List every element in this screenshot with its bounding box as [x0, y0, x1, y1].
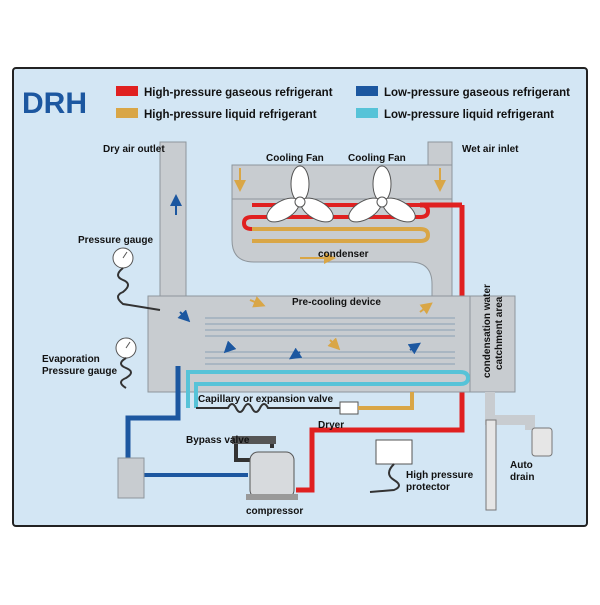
- evaporation-label-2: Pressure gauge: [42, 366, 117, 377]
- catchment-area: [469, 295, 516, 393]
- capillary-valve: [196, 403, 340, 413]
- evaporation-label-1: Evaporation: [42, 354, 100, 365]
- cooling-fan-1-label: Cooling Fan: [266, 153, 324, 164]
- pre-cooling-grid: [205, 317, 455, 365]
- auto-drain-label-2: drain: [510, 472, 534, 483]
- legend-label-high-liquid: High-pressure liquid refrigerant: [144, 109, 317, 121]
- legend-swatch-high-gas: [116, 86, 138, 96]
- dry-air-outlet-label: Dry air outlet: [103, 144, 165, 155]
- legend-label-low-liquid: Low-pressure liquid refrigerant: [384, 109, 554, 121]
- legend-swatch-high-liquid: [116, 108, 138, 118]
- hp-protector-label-1: High pressure: [406, 470, 474, 481]
- pre-cooling-label: Pre-cooling device: [292, 297, 381, 308]
- auto-drain-label-1: Auto: [510, 460, 533, 471]
- legend: High-pressure gaseous refrigerant Low-pr…: [116, 86, 570, 121]
- compressor: [246, 451, 298, 500]
- legend-label-high-gas: High-pressure gaseous refrigerant: [144, 87, 333, 99]
- flow-arrows: [177, 296, 433, 360]
- condenser-coil: [241, 202, 462, 243]
- evaporator-coil: [186, 370, 471, 408]
- bypass-valve: [232, 436, 276, 444]
- dry-air-outlet-duct: [159, 141, 187, 303]
- bypass-label: Bypass valve: [186, 435, 250, 446]
- legend-swatch-low-gas: [356, 86, 378, 96]
- pressure-gauge-label: Pressure gauge: [78, 235, 153, 246]
- cooling-fan-2-label: Cooling Fan: [348, 153, 406, 164]
- evaporation-pressure-gauge: [115, 337, 137, 389]
- legend-swatch-low-liquid: [356, 108, 378, 118]
- catchment-label-2: catchment area: [494, 296, 505, 370]
- high-pressure-liquid-line: [358, 392, 414, 410]
- air-duct-top: [231, 141, 453, 301]
- compressor-label: compressor: [246, 506, 303, 517]
- low-pressure-gas-line: [125, 366, 181, 460]
- brand-logo: DRH: [22, 87, 87, 120]
- accumulator: [117, 457, 145, 499]
- wet-air-inlet-label: Wet air inlet: [462, 144, 519, 155]
- auto-drain: [485, 392, 553, 511]
- catchment-label-1: condensation water: [482, 284, 493, 378]
- pressure-gauge: [112, 247, 161, 311]
- high-pressure-protector: [369, 439, 413, 493]
- main-unit-housing: [147, 295, 516, 393]
- hp-protector-label-2: protector: [406, 482, 450, 493]
- capillary-label: Capillary or expansion valve: [198, 394, 333, 405]
- condenser-label: condenser: [318, 249, 369, 260]
- cooling-fan-1: [266, 165, 334, 223]
- legend-label-low-gas: Low-pressure gaseous refrigerant: [384, 87, 570, 99]
- dryer-label: Dryer: [318, 420, 344, 431]
- dryer: [339, 401, 359, 415]
- cooling-fan-2: [348, 165, 416, 223]
